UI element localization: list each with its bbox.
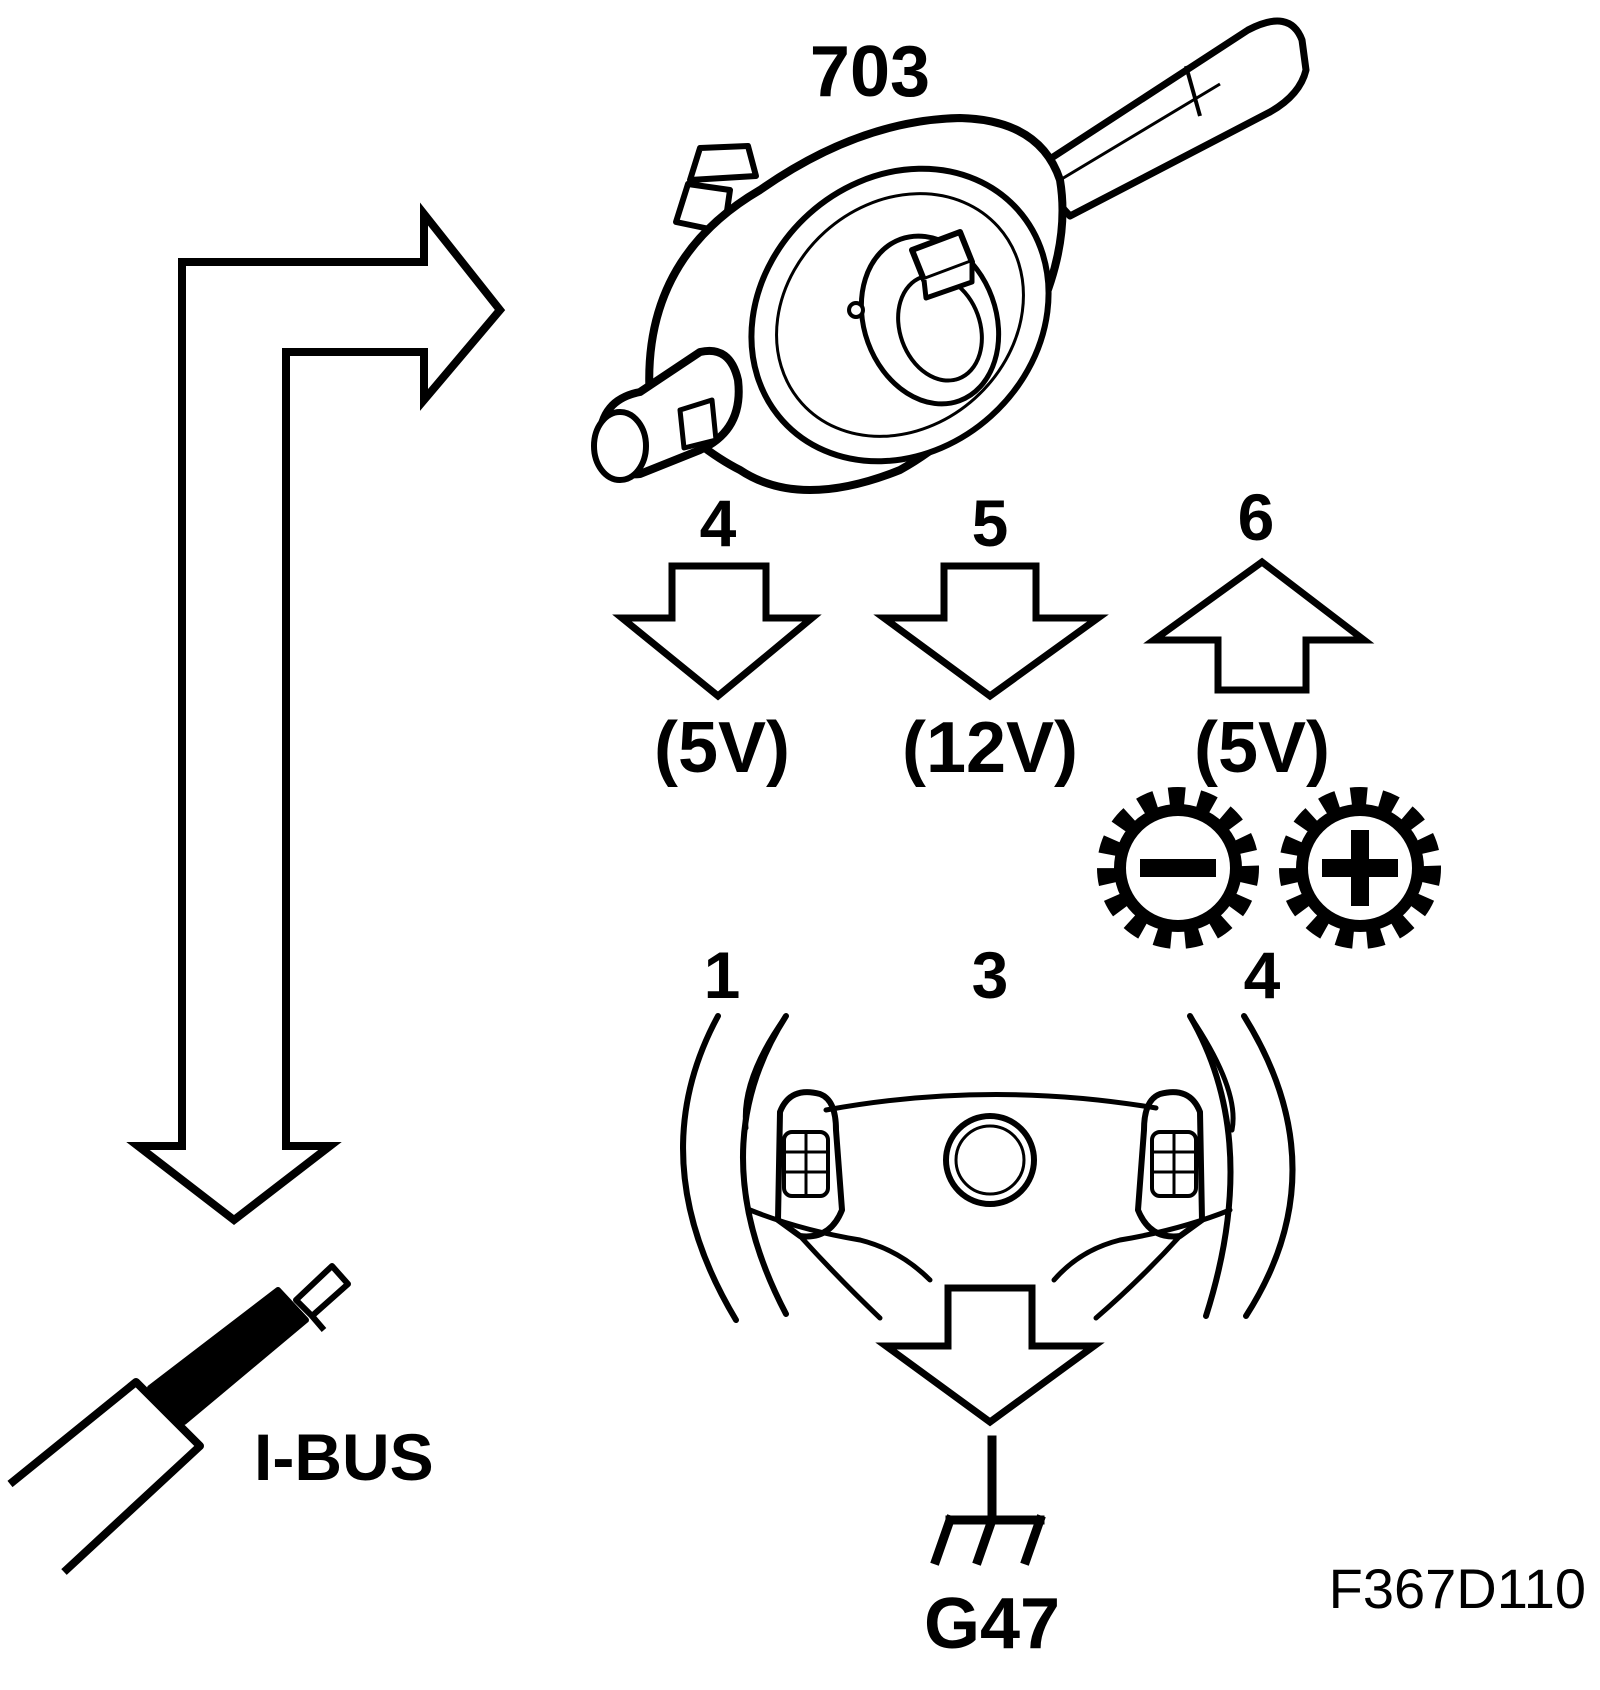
steering-column-switch-703	[591, 17, 1310, 494]
pin-4-label: 4	[700, 486, 737, 560]
down-arrow-pin-4	[612, 562, 822, 701]
pin-1-label: 1	[704, 938, 741, 1012]
ground-label: G47	[924, 1584, 1060, 1664]
voltage-pin-4: (5V)	[654, 708, 790, 788]
ground-symbol-icon	[930, 1435, 1046, 1566]
plus-gear-icon	[1279, 787, 1441, 949]
pin-5-label: 5	[972, 486, 1009, 560]
ibus-connector-icon	[7, 1263, 351, 1575]
minus-gear-icon	[1097, 787, 1259, 949]
down-arrow-ground	[875, 1284, 1105, 1427]
steering-wheel	[680, 1013, 1296, 1323]
up-arrow-pin-6	[1143, 557, 1375, 694]
switch-unit-label: 703	[810, 32, 930, 112]
pin-6-label: 6	[1238, 480, 1275, 554]
pin-4-lower-label: 4	[1244, 938, 1281, 1012]
pin-3-label: 3	[972, 938, 1009, 1012]
down-arrow-pin-5	[873, 562, 1109, 701]
voltage-pin-6: (5V)	[1194, 708, 1330, 788]
ibus-label: I-BUS	[254, 1420, 434, 1494]
figure-code: F367D110	[1329, 1557, 1586, 1620]
ibus-bidirectional-arrow	[126, 202, 506, 1226]
voltage-pin-5: (12V)	[902, 708, 1078, 788]
